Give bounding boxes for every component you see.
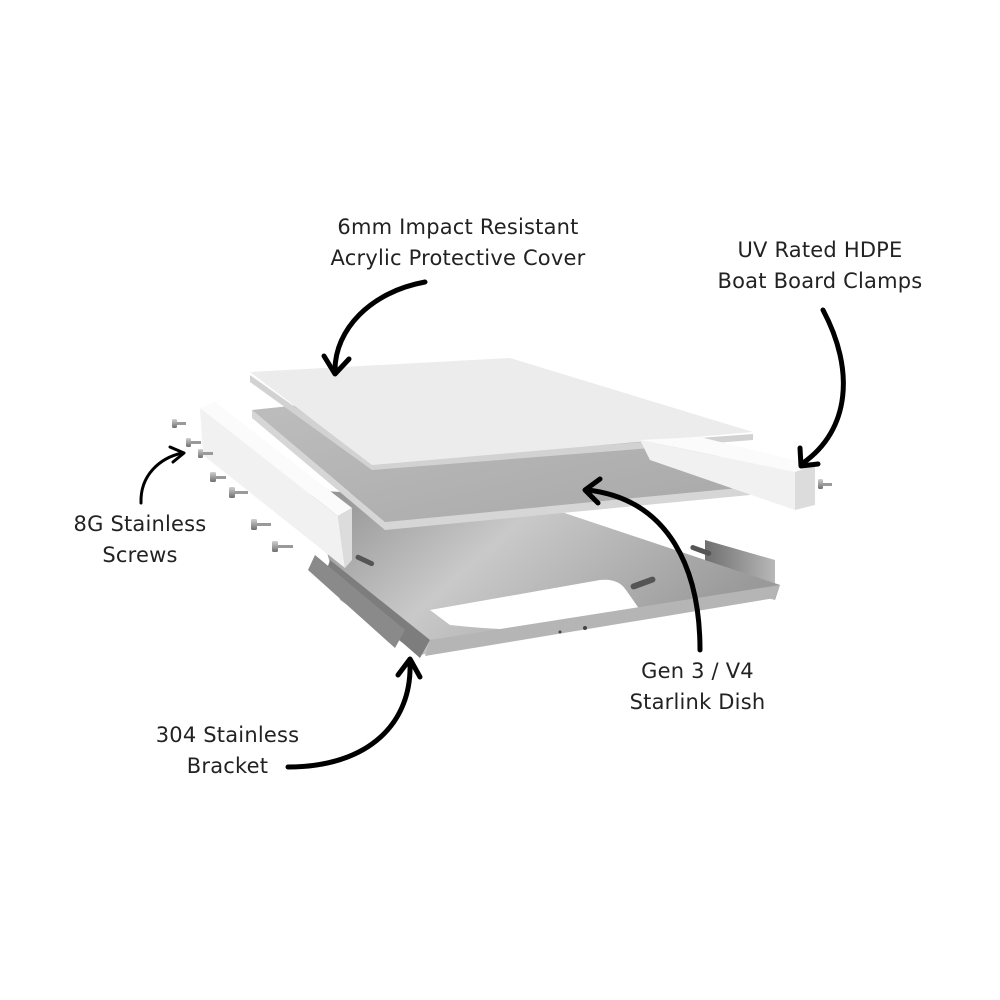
arrow-bracket xyxy=(285,656,423,770)
clamp-right-front xyxy=(640,440,795,510)
screw xyxy=(210,472,226,482)
screw xyxy=(818,479,832,489)
clamp-right-end xyxy=(795,465,815,510)
hdpe-clamp-left xyxy=(200,402,352,568)
bracket-hole xyxy=(583,626,587,630)
clamp-left-top xyxy=(200,402,352,516)
arrow-cover xyxy=(321,279,428,377)
arrow-screws xyxy=(139,445,186,505)
label-starlink-dish-line2: Starlink Dish xyxy=(629,690,766,714)
screw xyxy=(229,487,248,498)
acrylic-cover xyxy=(250,358,753,470)
label-stainless-bracket-line1: 304 Stainless xyxy=(155,723,300,747)
clamp-right-top xyxy=(640,437,815,472)
screw xyxy=(172,419,186,428)
bracket-plate xyxy=(310,490,780,655)
screws-group xyxy=(172,419,832,552)
bracket-hole xyxy=(558,630,562,634)
label-starlink-dish: Gen 3 / V4 Starlink Dish xyxy=(610,656,785,718)
bracket-front-edge xyxy=(425,585,780,656)
label-stainless-screws-line2: Screws xyxy=(102,543,178,567)
hdpe-clamp-right xyxy=(640,437,815,510)
bracket-slot xyxy=(630,576,656,590)
label-hdpe-clamps-line1: UV Rated HDPE xyxy=(737,238,903,262)
cover-face xyxy=(250,358,753,465)
bracket-slot xyxy=(355,554,375,567)
cover-edge xyxy=(250,375,753,470)
label-starlink-dish-line1: Gen 3 / V4 xyxy=(641,659,754,683)
screw xyxy=(251,519,271,530)
label-acrylic-cover-line2: Acrylic Protective Cover xyxy=(330,246,586,270)
clamp-left-front xyxy=(200,408,345,568)
label-acrylic-cover-line1: 6mm Impact Resistant xyxy=(337,215,579,239)
label-stainless-bracket-line2: Bracket xyxy=(186,754,269,778)
label-stainless-bracket: 304 Stainless Bracket xyxy=(135,720,320,782)
stainless-bracket xyxy=(308,490,780,658)
screw xyxy=(186,438,201,447)
screw xyxy=(198,449,213,458)
bracket-left-flange xyxy=(308,555,405,648)
arrow-dish xyxy=(582,476,703,653)
bracket-slot xyxy=(690,545,712,556)
clamp-left-end xyxy=(338,508,352,568)
label-acrylic-cover: 6mm Impact Resistant Acrylic Protective … xyxy=(308,212,608,274)
arrow-clamps xyxy=(797,307,846,469)
screw xyxy=(272,541,293,552)
label-hdpe-clamps: UV Rated HDPE Boat Board Clamps xyxy=(700,235,940,297)
label-stainless-screws: 8G Stainless Screws xyxy=(55,509,225,571)
label-stainless-screws-line1: 8G Stainless xyxy=(73,512,207,536)
label-hdpe-clamps-line2: Boat Board Clamps xyxy=(717,269,923,293)
